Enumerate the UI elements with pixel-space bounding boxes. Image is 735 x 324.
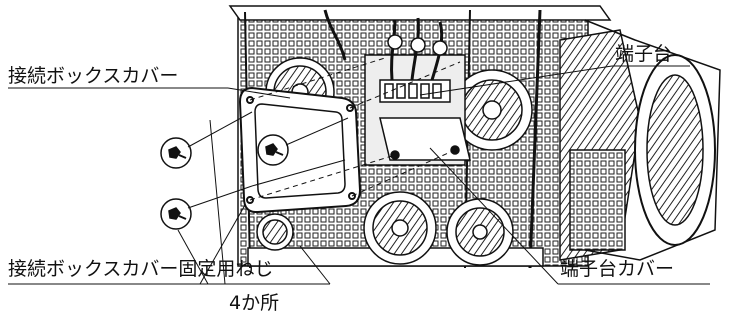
label-terminal-block: 端子台 [615,43,673,65]
screw-icon [160,134,289,230]
label-screw-count: 4か所 [229,292,280,314]
equipment-frame [228,5,721,269]
alignment-guides [249,57,461,201]
terminal-block-icon [323,9,471,166]
label-cover-fixing-screws: 接続ボックスカバー固定用ねじ [8,258,274,280]
label-terminal-block-cover: 端子台カバー [560,258,675,280]
screw-axis-lines [187,111,349,209]
label-junction-box-cover: 接続ボックスカバー [8,65,179,87]
leader-lines [8,65,710,285]
